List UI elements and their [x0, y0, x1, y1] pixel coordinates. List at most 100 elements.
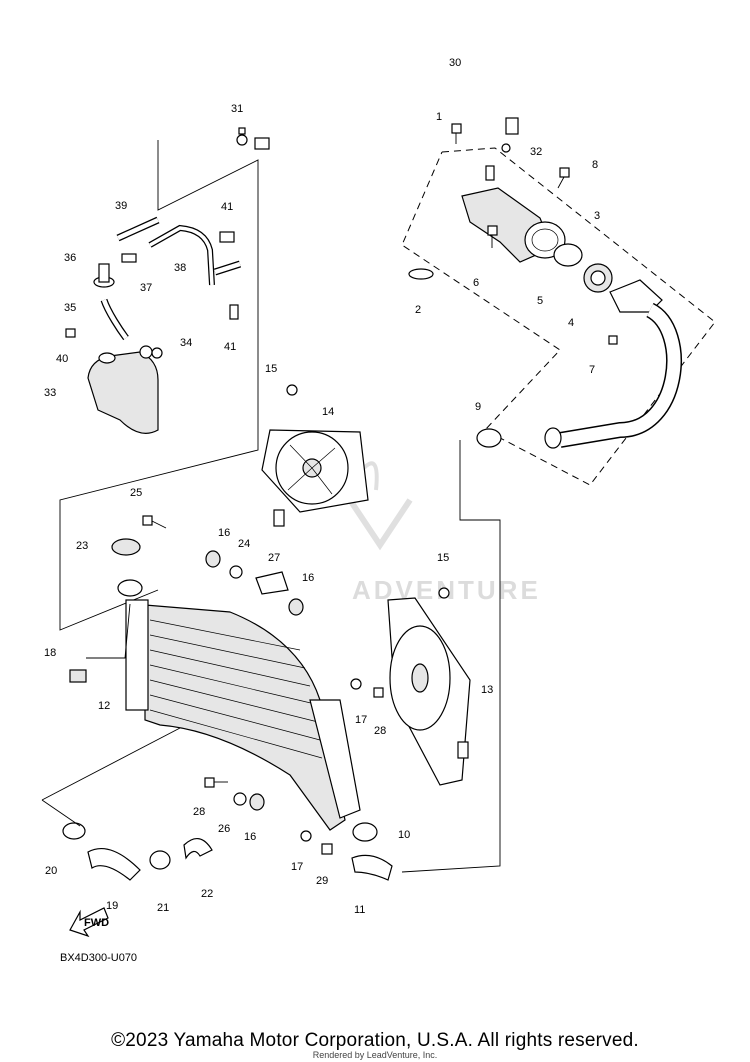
- damper-16c: [249, 793, 265, 811]
- callout-28a: 28: [374, 725, 386, 737]
- callout-21: 21: [157, 902, 169, 914]
- damper-16a: [205, 550, 221, 568]
- clip-32: [501, 143, 511, 153]
- callout-20: 20: [45, 865, 57, 877]
- watermark-logo: [347, 461, 413, 551]
- callout-1: 1: [436, 111, 442, 123]
- collar-17a: [350, 678, 362, 690]
- hose-39: [116, 216, 160, 242]
- bolt-7: [608, 335, 618, 345]
- callout-16b: 16: [302, 572, 314, 584]
- callout-19: 19: [106, 900, 118, 912]
- hose-short: [213, 260, 242, 276]
- callout-40: 40: [56, 353, 68, 365]
- callout-36: 36: [64, 252, 76, 264]
- clamp-10: [352, 822, 378, 842]
- callout-15b: 15: [437, 552, 449, 564]
- callout-11: 11: [354, 904, 365, 916]
- hose-38: [148, 224, 215, 286]
- callout-9: 9: [475, 401, 481, 413]
- hose-35: [100, 298, 129, 341]
- fitting-37: [121, 253, 137, 263]
- callout-29: 29: [316, 875, 328, 887]
- callout-39: 39: [115, 200, 127, 212]
- bolt-40: [65, 328, 76, 338]
- cap-23: [111, 538, 141, 556]
- fwd-arrow: FWD: [69, 907, 109, 938]
- bolt-15a: [286, 384, 298, 396]
- callout-38: 38: [174, 262, 186, 274]
- cap-34: [139, 345, 163, 359]
- diagram-code: BX4D300-U070: [60, 952, 138, 964]
- callout-30: 30: [449, 57, 461, 69]
- hose-30: [254, 71, 519, 150]
- reservoir-box: [59, 140, 259, 631]
- callout-4: 4: [568, 317, 574, 329]
- clamp-21: [149, 850, 171, 870]
- thermostat-housing: [461, 165, 566, 263]
- collar-24: [229, 565, 243, 579]
- callout-32: 32: [530, 146, 542, 158]
- plug-18: [69, 669, 87, 683]
- group-3-outline: [401, 147, 716, 486]
- bolt-1: [451, 123, 462, 144]
- callout-41b: 41: [224, 341, 236, 353]
- callout-3: 3: [594, 210, 600, 222]
- callout-26: 26: [218, 823, 230, 835]
- bolt-8: [557, 167, 570, 189]
- callout-13: 13: [481, 684, 493, 696]
- bolt-25: [142, 515, 167, 529]
- radiator-12: [125, 599, 361, 831]
- callout-2: 2: [415, 304, 421, 316]
- callout-6: 6: [473, 277, 479, 289]
- callout-17b: 17: [291, 861, 303, 873]
- callout-37: 37: [140, 282, 152, 294]
- callout-22: 22: [201, 888, 213, 900]
- callout-18: 18: [44, 647, 56, 659]
- bolt-28a: [373, 687, 384, 698]
- cover-hose: [544, 279, 682, 449]
- callout-labels: 1 2 3 4 5 6 7 8 9 10 11 12 13 14 15 15 1…: [44, 57, 600, 916]
- callout-33: 33: [44, 387, 56, 399]
- callout-28b: 28: [193, 806, 205, 818]
- neck: [117, 579, 143, 597]
- gasket-5: [553, 243, 583, 267]
- callout-41a: 41: [221, 201, 233, 213]
- valve-36: [93, 263, 115, 288]
- cover-22: [183, 838, 213, 860]
- collar-26: [233, 792, 247, 806]
- callout-31: 31: [231, 103, 243, 115]
- bolt-15b: [438, 587, 450, 599]
- copyright-text: ©2023 Yamaha Motor Corporation, U.S.A. A…: [111, 1030, 639, 1051]
- callout-34: 34: [180, 337, 192, 349]
- clip-41a: [219, 231, 235, 243]
- callout-35: 35: [64, 302, 76, 314]
- callout-14: 14: [322, 406, 334, 418]
- thermostat-4: [583, 263, 613, 293]
- oring-2: [408, 268, 434, 280]
- bolt-28b: [204, 777, 228, 788]
- callout-23: 23: [76, 540, 88, 552]
- clamp-31: [236, 127, 248, 146]
- hose-11: [351, 854, 393, 881]
- callout-12: 12: [98, 700, 110, 712]
- nut-29: [321, 843, 333, 855]
- clip-41b: [229, 304, 239, 320]
- callout-25: 25: [130, 487, 142, 499]
- callout-8: 8: [592, 159, 598, 171]
- clamp-9: [476, 428, 502, 448]
- damper-16b: [288, 598, 304, 616]
- reservoir-tank-33: [87, 351, 159, 434]
- fwd-label: FWD: [84, 917, 109, 929]
- fan-14: [261, 429, 369, 527]
- callout-10: 10: [398, 829, 410, 841]
- callout-5: 5: [537, 295, 543, 307]
- callout-16c: 16: [244, 831, 256, 843]
- callout-15a: 15: [265, 363, 277, 375]
- bolt-6: [487, 225, 498, 248]
- bracket-27: [255, 571, 289, 595]
- callout-16a: 16: [218, 527, 230, 539]
- hose-19: [87, 848, 141, 881]
- callout-7: 7: [589, 364, 595, 376]
